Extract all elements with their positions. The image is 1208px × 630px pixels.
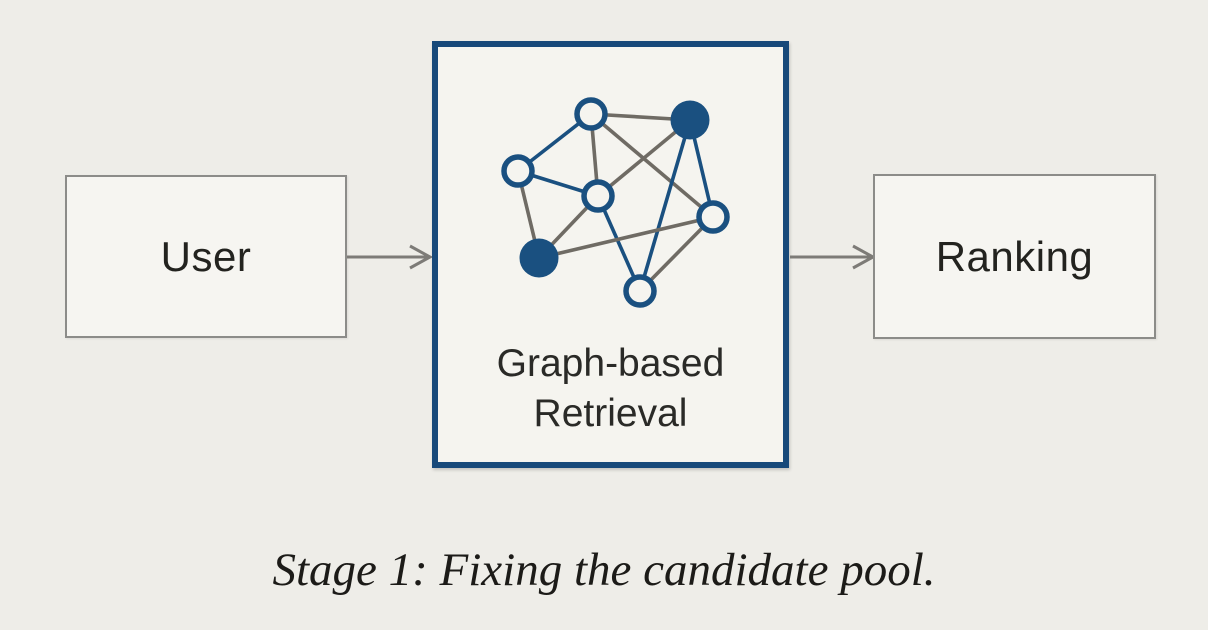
ranking-label: Ranking — [935, 232, 1094, 280]
arrow-retrieval-to-ranking-icon — [790, 244, 877, 270]
stage-caption: Stage 1: Fixing the candidate pool. — [272, 544, 936, 596]
user-box: User — [65, 175, 347, 338]
retrieval-box: Graph-based Retrieval — [432, 41, 789, 468]
retrieval-label-line2: Retrieval — [533, 392, 688, 435]
arrow-user-to-retrieval-icon — [347, 244, 434, 270]
retrieval-label-line1: Graph-based — [496, 342, 725, 385]
retrieval-label: Graph-based Retrieval — [438, 339, 783, 439]
user-label: User — [160, 232, 252, 280]
graph-network-icon — [501, 97, 730, 308]
ranking-box: Ranking — [873, 174, 1156, 339]
